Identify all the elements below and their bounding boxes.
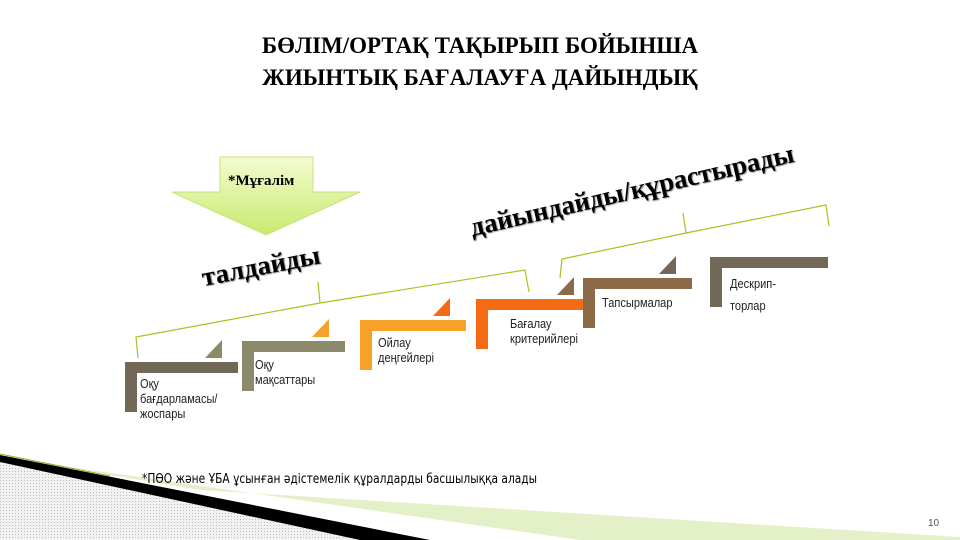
step-6-label: Дескрип-торлар	[730, 276, 776, 313]
step-2-side-bar	[242, 341, 254, 391]
teacher-down-arrow	[171, 156, 361, 236]
step-4-top-bar	[476, 299, 590, 310]
teacher-label: *Мұғалім	[228, 173, 295, 189]
step-2-corner-triangle	[312, 319, 329, 337]
step-2-label: Оқу мақсаттары	[255, 357, 316, 387]
title-line-2: ЖИЫНТЫҚ БАҒАЛАУҒА ДАЙЫНДЫҚ	[262, 65, 698, 90]
footnote: *ПӨО және ҰБА ұсынған әдістемелік құралд…	[142, 472, 538, 487]
step-4-label: Бағалау критерийлері	[510, 316, 578, 346]
bottom-green-band	[20, 460, 960, 540]
step-2-top-bar	[242, 341, 345, 352]
step-5-label: Тапсырмалар	[602, 295, 673, 310]
step-3-corner-triangle	[433, 298, 450, 316]
step-6-top-bar	[710, 257, 828, 268]
bottom-black-wedge	[0, 455, 430, 540]
step-6-side-bar	[710, 257, 722, 307]
step-1-top-bar	[125, 362, 238, 373]
step-5-corner-triangle	[659, 256, 676, 274]
step-1-label: Оқу бағдарламасы/ жоспары	[140, 376, 218, 421]
step-4-corner-triangle	[557, 277, 574, 295]
step-3-side-bar	[360, 320, 372, 370]
step-3-label: Ойлау деңгейлері	[378, 335, 435, 365]
step-5-top-bar	[583, 278, 692, 289]
step-3-top-bar	[360, 320, 466, 331]
page-number: 10	[928, 518, 940, 529]
step-1-side-bar	[125, 362, 137, 412]
slide-title: БӨЛІМ/ОРТАҚ ТАҚЫРЫП БОЙЫНША ЖИЫНТЫҚ БАҒА…	[0, 30, 960, 94]
step-1-corner-triangle	[205, 340, 222, 358]
step-5-side-bar	[583, 278, 595, 328]
step-4-side-bar	[476, 299, 488, 349]
title-line-1: БӨЛІМ/ОРТАҚ ТАҚЫРЫП БОЙЫНША	[261, 33, 699, 58]
